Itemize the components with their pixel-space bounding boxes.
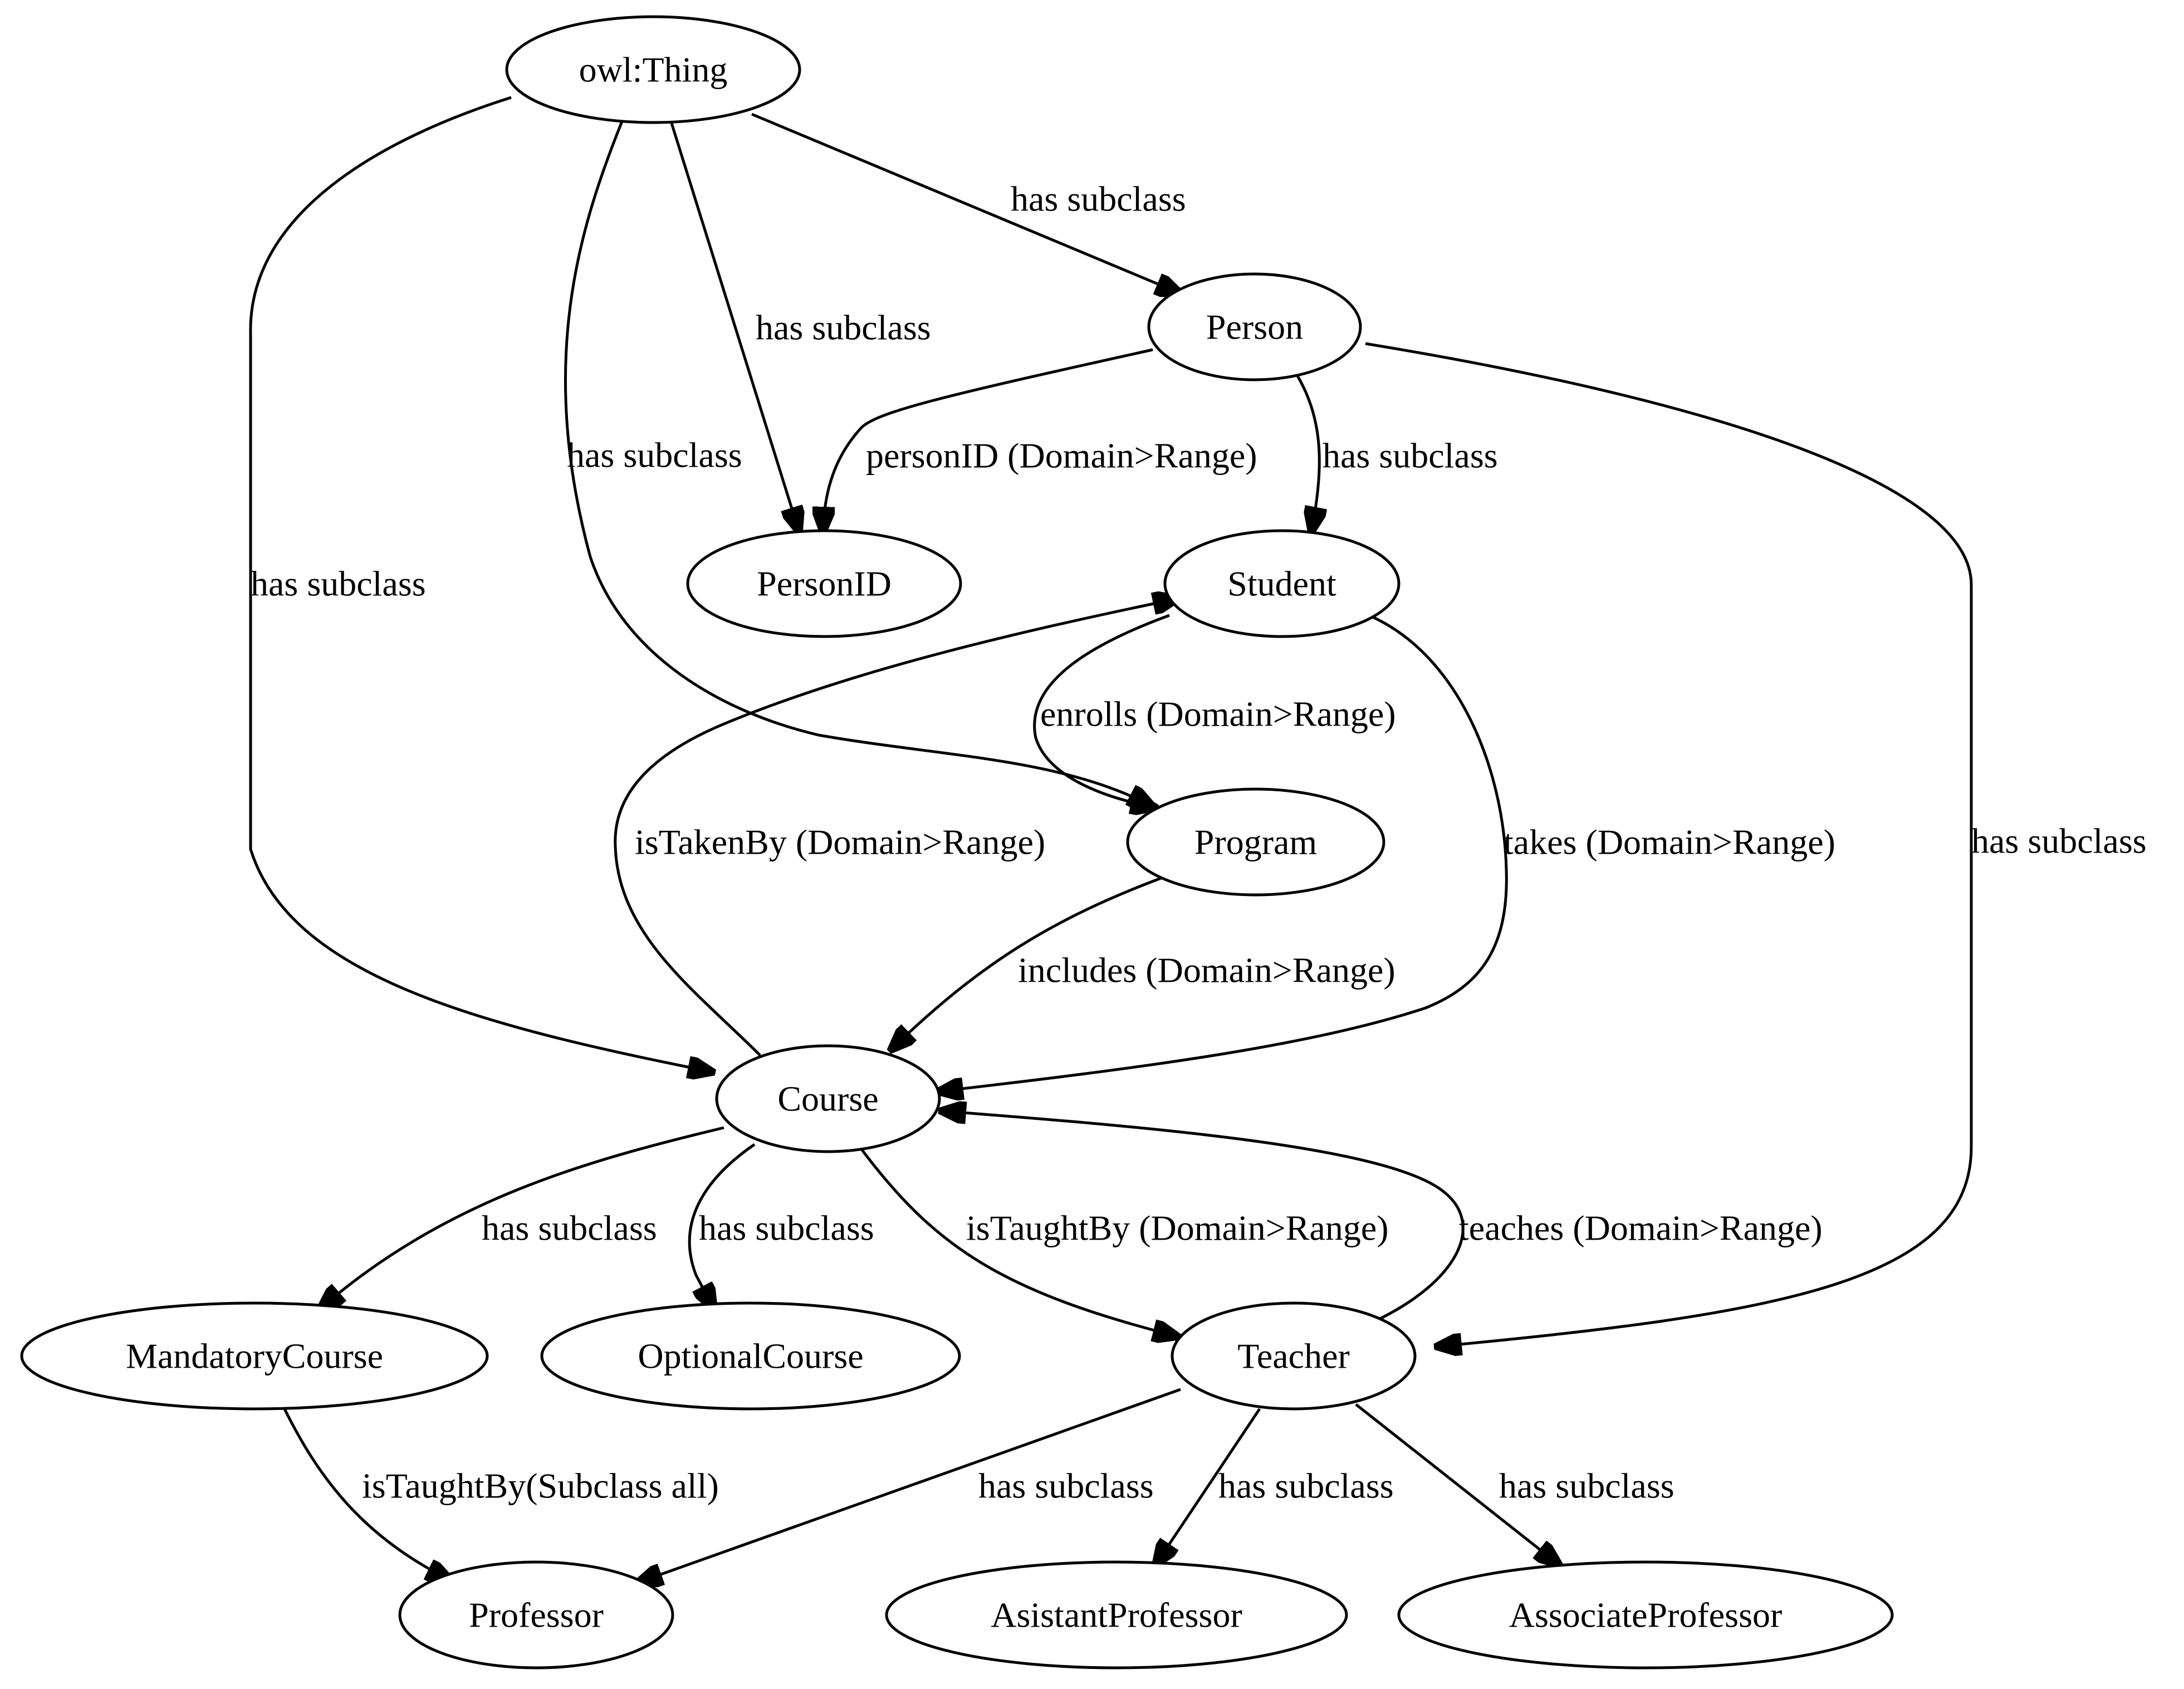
edge-course-teacher: isTaughtBy (Domain>Range) — [861, 1149, 1389, 1336]
node-teacher: Teacher — [1171, 1301, 1417, 1411]
edge-person-personid: personID (Domain>Range) — [823, 348, 1257, 532]
node-professor-label: Professor — [469, 1595, 604, 1635]
edge-thing-personid: has subclass — [669, 121, 931, 532]
node-course-label: Course — [777, 1079, 878, 1119]
node-student: Student — [1163, 529, 1400, 638]
edge-thing-course-line — [249, 96, 713, 1072]
edge-thing-person-line — [751, 112, 1181, 293]
edge-teacher-course: teaches (Domain>Range) — [941, 1111, 1823, 1323]
edge-teacher-asistant-line — [1155, 1408, 1261, 1565]
edge-program-course-line — [891, 875, 1164, 1050]
node-teacher-label: Teacher — [1237, 1336, 1350, 1376]
edge-teacher-course-label: teaches (Domain>Range) — [1459, 1208, 1823, 1248]
node-course: Course — [715, 1044, 941, 1153]
edge-course-optional: has subclass — [688, 1143, 874, 1309]
edge-teacher-associate-label: has subclass — [1499, 1466, 1674, 1506]
node-person-id: PersonID — [686, 529, 962, 638]
edge-student-program: enrolls (Domain>Range) — [1033, 614, 1396, 807]
edge-person-personid-line — [823, 348, 1153, 532]
edge-teacher-asistant-label: has subclass — [1218, 1466, 1394, 1506]
edge-thing-program-line — [564, 121, 1153, 806]
edge-course-mandatory-label: has subclass — [482, 1208, 657, 1248]
edge-thing-personid-label: has subclass — [756, 308, 931, 347]
edge-course-optional-label: has subclass — [699, 1208, 874, 1248]
edge-teacher-associate: has subclass — [1355, 1403, 1674, 1565]
node-optional-course: OptionalCourse — [540, 1301, 961, 1411]
edge-teacher-course-line — [941, 1111, 1465, 1323]
node-owl-thing: owl:Thing — [505, 15, 801, 124]
edge-mandatory-professor-line — [282, 1407, 451, 1580]
edge-person-teacher-label: has subclass — [1971, 821, 2147, 861]
edge-course-teacher-label: isTaughtBy (Domain>Range) — [966, 1208, 1389, 1248]
node-owl-thing-label: owl:Thing — [579, 50, 728, 90]
node-person: Person — [1147, 272, 1362, 381]
node-person-label: Person — [1206, 307, 1303, 347]
edge-student-program-line — [1033, 614, 1170, 807]
node-student-label: Student — [1227, 564, 1336, 604]
node-associate-professor-label: AssociateProfessor — [1509, 1595, 1783, 1635]
edge-course-teacher-line — [861, 1149, 1178, 1336]
edge-teacher-professor-label: has subclass — [978, 1466, 1154, 1506]
edge-thing-person-label: has subclass — [1011, 179, 1186, 219]
edge-mandatory-professor-label: isTaughtBy(Subclass all) — [362, 1466, 719, 1506]
node-person-id-label: PersonID — [757, 564, 892, 604]
node-professor: Professor — [398, 1560, 674, 1670]
edge-person-teacher: has subclass — [1365, 342, 2147, 1347]
edge-course-optional-line — [688, 1143, 756, 1309]
edge-thing-personid-line — [669, 121, 799, 532]
edge-person-student-line — [1296, 375, 1319, 532]
edge-thing-person: has subclass — [751, 112, 1186, 293]
node-program-label: Program — [1194, 823, 1317, 862]
edge-course-student-line — [614, 599, 1178, 1056]
edge-thing-program: has subclass — [564, 121, 1153, 806]
edge-teacher-asistant: has subclass — [1155, 1408, 1394, 1565]
node-asistant-professor-label: AsistantProfessor — [991, 1595, 1242, 1635]
node-mandatory-course-label: MandatoryCourse — [126, 1336, 383, 1376]
edge-person-student-label: has subclass — [1323, 436, 1498, 476]
edge-course-mandatory: has subclass — [320, 1126, 724, 1309]
edge-teacher-associate-line — [1355, 1403, 1559, 1565]
edge-thing-course-label: has subclass — [251, 564, 426, 604]
node-asistant-professor: AsistantProfessor — [885, 1560, 1348, 1670]
edge-student-program-label: enrolls (Domain>Range) — [1040, 694, 1396, 734]
node-associate-professor: AssociateProfessor — [1397, 1560, 1894, 1670]
edge-person-student: has subclass — [1296, 375, 1498, 532]
edge-teacher-professor-line — [638, 1388, 1181, 1583]
edge-person-personid-label: personID (Domain>Range) — [866, 436, 1257, 476]
node-optional-course-label: OptionalCourse — [638, 1336, 863, 1376]
edge-person-teacher-line — [1365, 342, 1973, 1347]
edge-student-course: takes (Domain>Range) — [938, 615, 1835, 1091]
node-mandatory-course: MandatoryCourse — [20, 1301, 489, 1411]
edge-student-course-label: takes (Domain>Range) — [1504, 823, 1835, 862]
edge-student-course-line — [938, 615, 1508, 1091]
edge-course-student-label: isTakenBy (Domain>Range) — [635, 823, 1045, 862]
edge-mandatory-professor: isTaughtBy(Subclass all) — [282, 1407, 719, 1580]
node-program: Program — [1126, 787, 1385, 897]
edge-teacher-professor: has subclass — [638, 1388, 1181, 1583]
edge-course-student: isTakenBy (Domain>Range) — [614, 599, 1178, 1056]
edge-course-mandatory-line — [320, 1126, 724, 1309]
edge-thing-course: has subclass — [249, 96, 713, 1072]
edge-program-course-label: includes (Domain>Range) — [1018, 951, 1395, 990]
edge-thing-program-label: has subclass — [567, 435, 742, 475]
edge-program-course: includes (Domain>Range) — [891, 875, 1395, 1050]
